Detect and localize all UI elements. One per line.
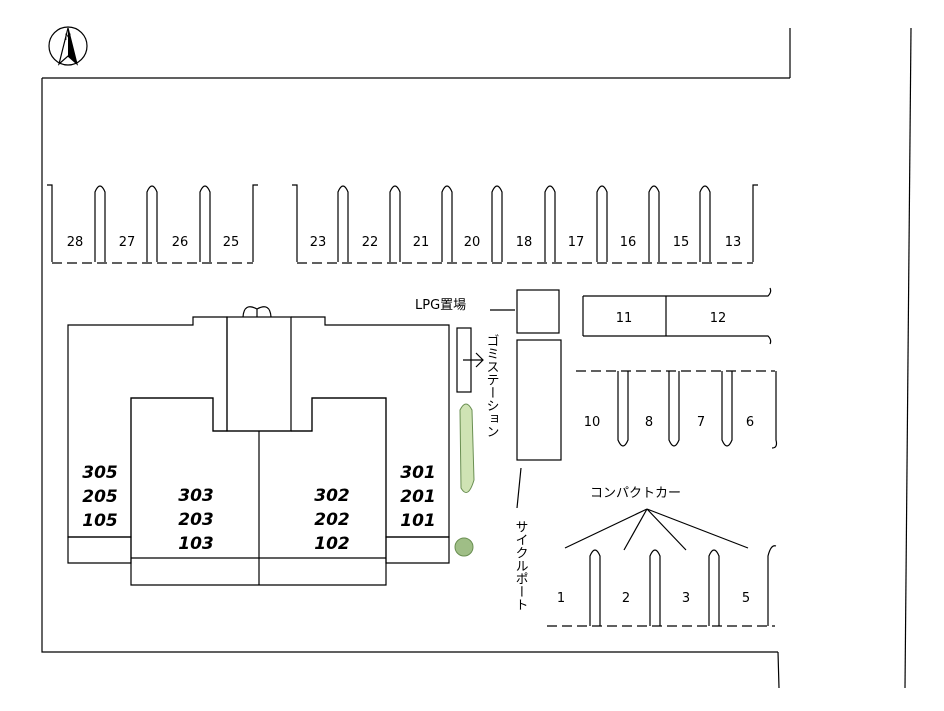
unit-101: 101 <box>400 511 436 531</box>
compact-car-label: コンパクトカー <box>590 486 681 501</box>
tree-icon <box>454 537 474 557</box>
unit-302: 302 <box>314 486 350 506</box>
apartment-building <box>67 316 450 586</box>
units-center-right: 302 202 102 <box>314 486 350 554</box>
parking-space-22: 22 <box>362 235 379 250</box>
parking-space-13: 13 <box>725 235 742 250</box>
unit-303: 303 <box>178 486 214 506</box>
unit-202: 202 <box>314 510 350 530</box>
road-edge-left <box>777 28 791 689</box>
parking-space-7: 7 <box>697 415 705 430</box>
parking-space-15: 15 <box>673 235 690 250</box>
cycle-port <box>516 339 562 461</box>
unit-205: 205 <box>82 487 118 507</box>
unit-105: 105 <box>82 511 118 531</box>
parking-space-21: 21 <box>413 235 430 250</box>
units-right: 301 201 101 <box>400 463 436 531</box>
parking-space-12: 12 <box>710 311 727 326</box>
north-arrow-icon: N <box>48 26 88 66</box>
garbage-arrow <box>463 352 484 368</box>
garbage-station-label: ゴミステーション <box>484 334 499 438</box>
parking-space-11: 11 <box>616 311 633 326</box>
hedge <box>459 403 475 493</box>
parking-space-8: 8 <box>645 415 653 430</box>
parking-space-17: 17 <box>568 235 585 250</box>
parking-space-25: 25 <box>223 235 240 250</box>
parking-top-dividers <box>47 184 758 262</box>
parking-space-27: 27 <box>119 235 136 250</box>
unit-103: 103 <box>178 534 214 554</box>
parking-top-labels: 28 27 26 25 23 22 21 20 18 17 16 15 13 <box>67 235 742 250</box>
parking-space-2: 2 <box>622 591 630 606</box>
parking-space-20: 20 <box>464 235 481 250</box>
parking-mid-boundary <box>582 287 772 345</box>
unit-201: 201 <box>400 487 436 507</box>
parking-space-5: 5 <box>742 591 750 606</box>
cycle-port-label: サイクルポート <box>513 520 528 611</box>
compact-car-pointers <box>564 508 749 551</box>
site-boundary <box>41 77 790 653</box>
unit-301: 301 <box>400 463 436 483</box>
road-edge-right <box>904 27 912 689</box>
parking-space-6: 6 <box>746 415 754 430</box>
parking-space-3: 3 <box>682 591 690 606</box>
compass-label: N <box>65 33 72 43</box>
parking-space-18: 18 <box>516 235 533 250</box>
unit-305: 305 <box>82 463 118 483</box>
parking-space-16: 16 <box>620 235 637 250</box>
parking-right-dividers <box>617 371 778 449</box>
parking-space-26: 26 <box>172 235 189 250</box>
unit-102: 102 <box>314 534 350 554</box>
cycle-port-leader <box>516 467 522 509</box>
parking-space-28: 28 <box>67 235 84 250</box>
lpg-storage <box>516 289 560 334</box>
units-left: 305 205 105 <box>82 463 118 531</box>
units-center-left: 303 203 103 <box>178 486 214 554</box>
parking-bottom-dividers <box>589 545 777 626</box>
unit-203: 203 <box>178 510 214 530</box>
parking-space-10: 10 <box>584 415 601 430</box>
parking-space-1: 1 <box>557 591 565 606</box>
lpg-label: LPG置場 <box>415 298 466 313</box>
parking-space-23: 23 <box>310 235 327 250</box>
entrance-door-icon <box>242 306 272 318</box>
